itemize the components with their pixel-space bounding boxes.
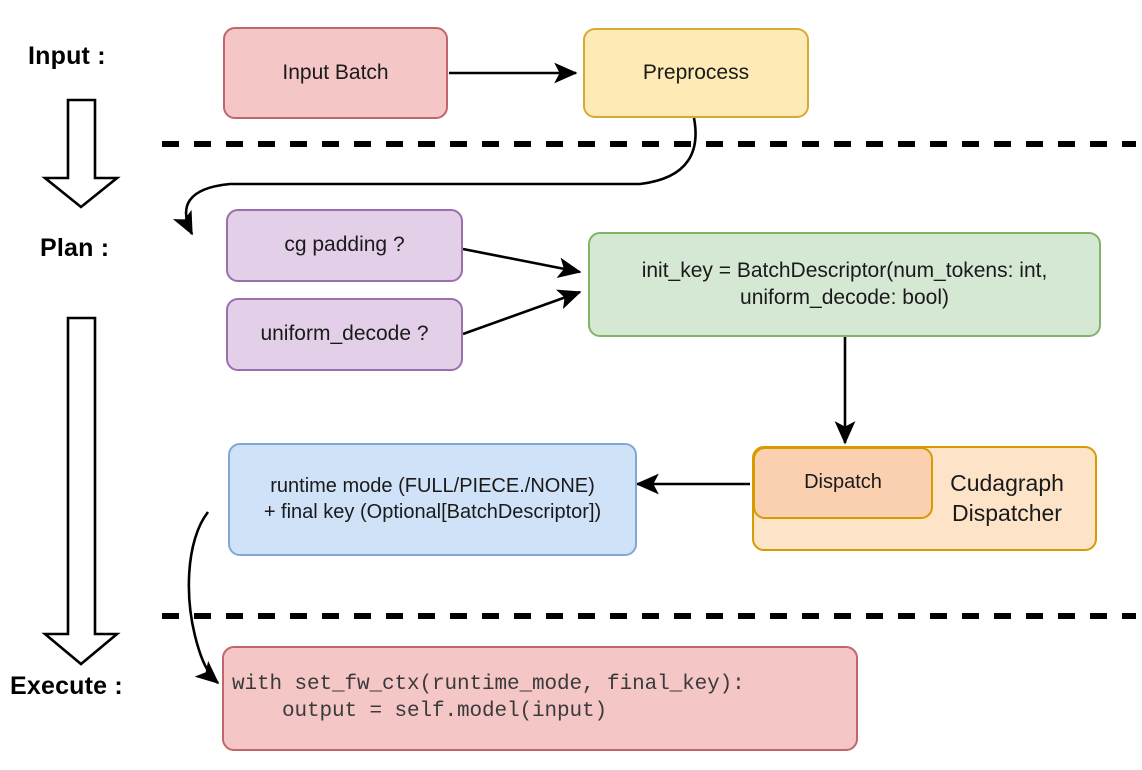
node-preprocess-label: Preprocess [642,60,750,84]
node-runtime-mode-line1: runtime mode (FULL/PIECE./NONE) [270,474,595,497]
node-uniform-decode-label: uniform_decode ? [260,322,429,346]
node-execute-code[interactable]: with set_fw_ctx(runtime_mode, final_key)… [222,646,858,751]
node-input-batch-label: Input Batch [282,60,389,84]
arrow-cg-padding-to-init-key [462,247,582,278]
node-uniform-decode[interactable]: uniform_decode ? [226,298,463,371]
arrow-uniform-decode-to-init-key [462,289,582,336]
node-dispatch[interactable]: Dispatch [753,447,933,519]
node-execute-code-line2: output = self.model(input) [232,699,608,723]
node-init-key[interactable]: init_key = BatchDescriptor(num_tokens: i… [588,232,1101,337]
arrow-preprocess-to-cg-padding [172,117,697,236]
node-runtime-mode[interactable]: runtime mode (FULL/PIECE./NONE) + final … [228,443,637,556]
arrow-runtime-mode-to-execute-code [187,511,220,685]
node-cg-padding-label: cg padding ? [284,233,405,257]
node-init-key-line1: init_key = BatchDescriptor(num_tokens: i… [641,258,1048,282]
node-input-batch[interactable]: Input Batch [223,27,448,119]
node-dispatch-label: Dispatch [804,471,882,494]
stage-arrow-plan-to-execute [41,316,121,666]
node-init-key-line2: uniform_decode: bool) [740,285,949,309]
stage-arrow-input-to-plan [41,98,121,209]
node-cg-padding[interactable]: cg padding ? [226,209,463,282]
node-cudagraph-dispatcher-line2: Dispatcher [952,499,1062,526]
stage-label-execute: Execute : [10,672,123,700]
node-preprocess[interactable]: Preprocess [583,28,809,118]
stage-label-input: Input : [28,42,106,70]
node-execute-code-line1: with set_fw_ctx(runtime_mode, final_key)… [232,672,745,696]
node-runtime-mode-line2: + final key (Optional[BatchDescriptor]) [263,500,602,523]
stage-label-plan: Plan : [40,234,110,262]
node-cudagraph-dispatcher-line1: Cudagraph [950,470,1064,497]
